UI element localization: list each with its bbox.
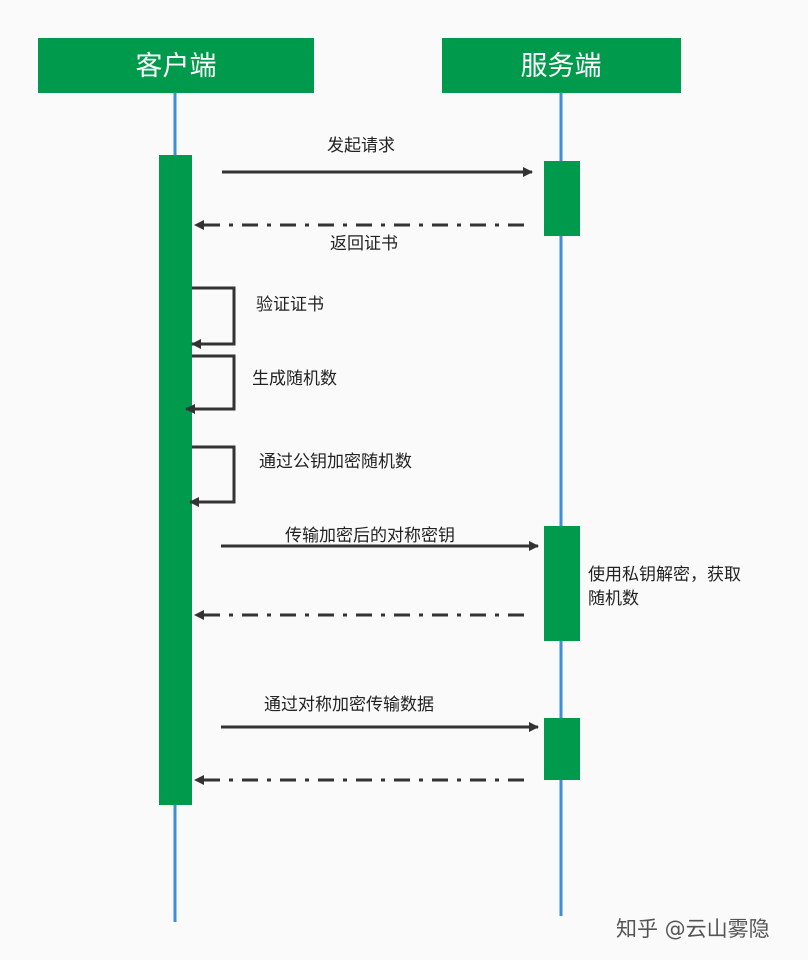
client-activation-bar	[159, 155, 192, 805]
client-header	[38, 38, 314, 93]
server-decrypt-note-line1: 使用私钥解密，获取	[588, 564, 741, 585]
server-activation-bar-1	[544, 161, 580, 236]
return-certificate-label: 返回证书	[330, 234, 398, 254]
encrypt-random-label: 通过公钥加密随机数	[259, 452, 412, 472]
server-header	[442, 38, 681, 93]
client-header-label: 客户端	[136, 51, 217, 82]
transfer-data-label: 通过对称加密传输数据	[264, 695, 434, 715]
generate-random-arrow	[185, 354, 236, 414]
server-header-label: 服务端	[521, 51, 602, 82]
encrypt-random-arrow	[189, 445, 236, 507]
server-decrypt-note-line2: 随机数	[588, 589, 639, 609]
verify-certificate-label: 验证证书	[256, 295, 324, 315]
server-activation-bar-3	[544, 718, 580, 780]
verify-certificate-arrow	[191, 286, 236, 349]
generate-random-label: 生成随机数	[252, 369, 337, 389]
server-activation-bar-2	[544, 526, 580, 641]
send-request-label: 发起请求	[327, 136, 395, 156]
watermark: 知乎 @云山雾隐	[616, 917, 770, 941]
transfer-key-label: 传输加密后的对称密钥	[285, 526, 455, 546]
